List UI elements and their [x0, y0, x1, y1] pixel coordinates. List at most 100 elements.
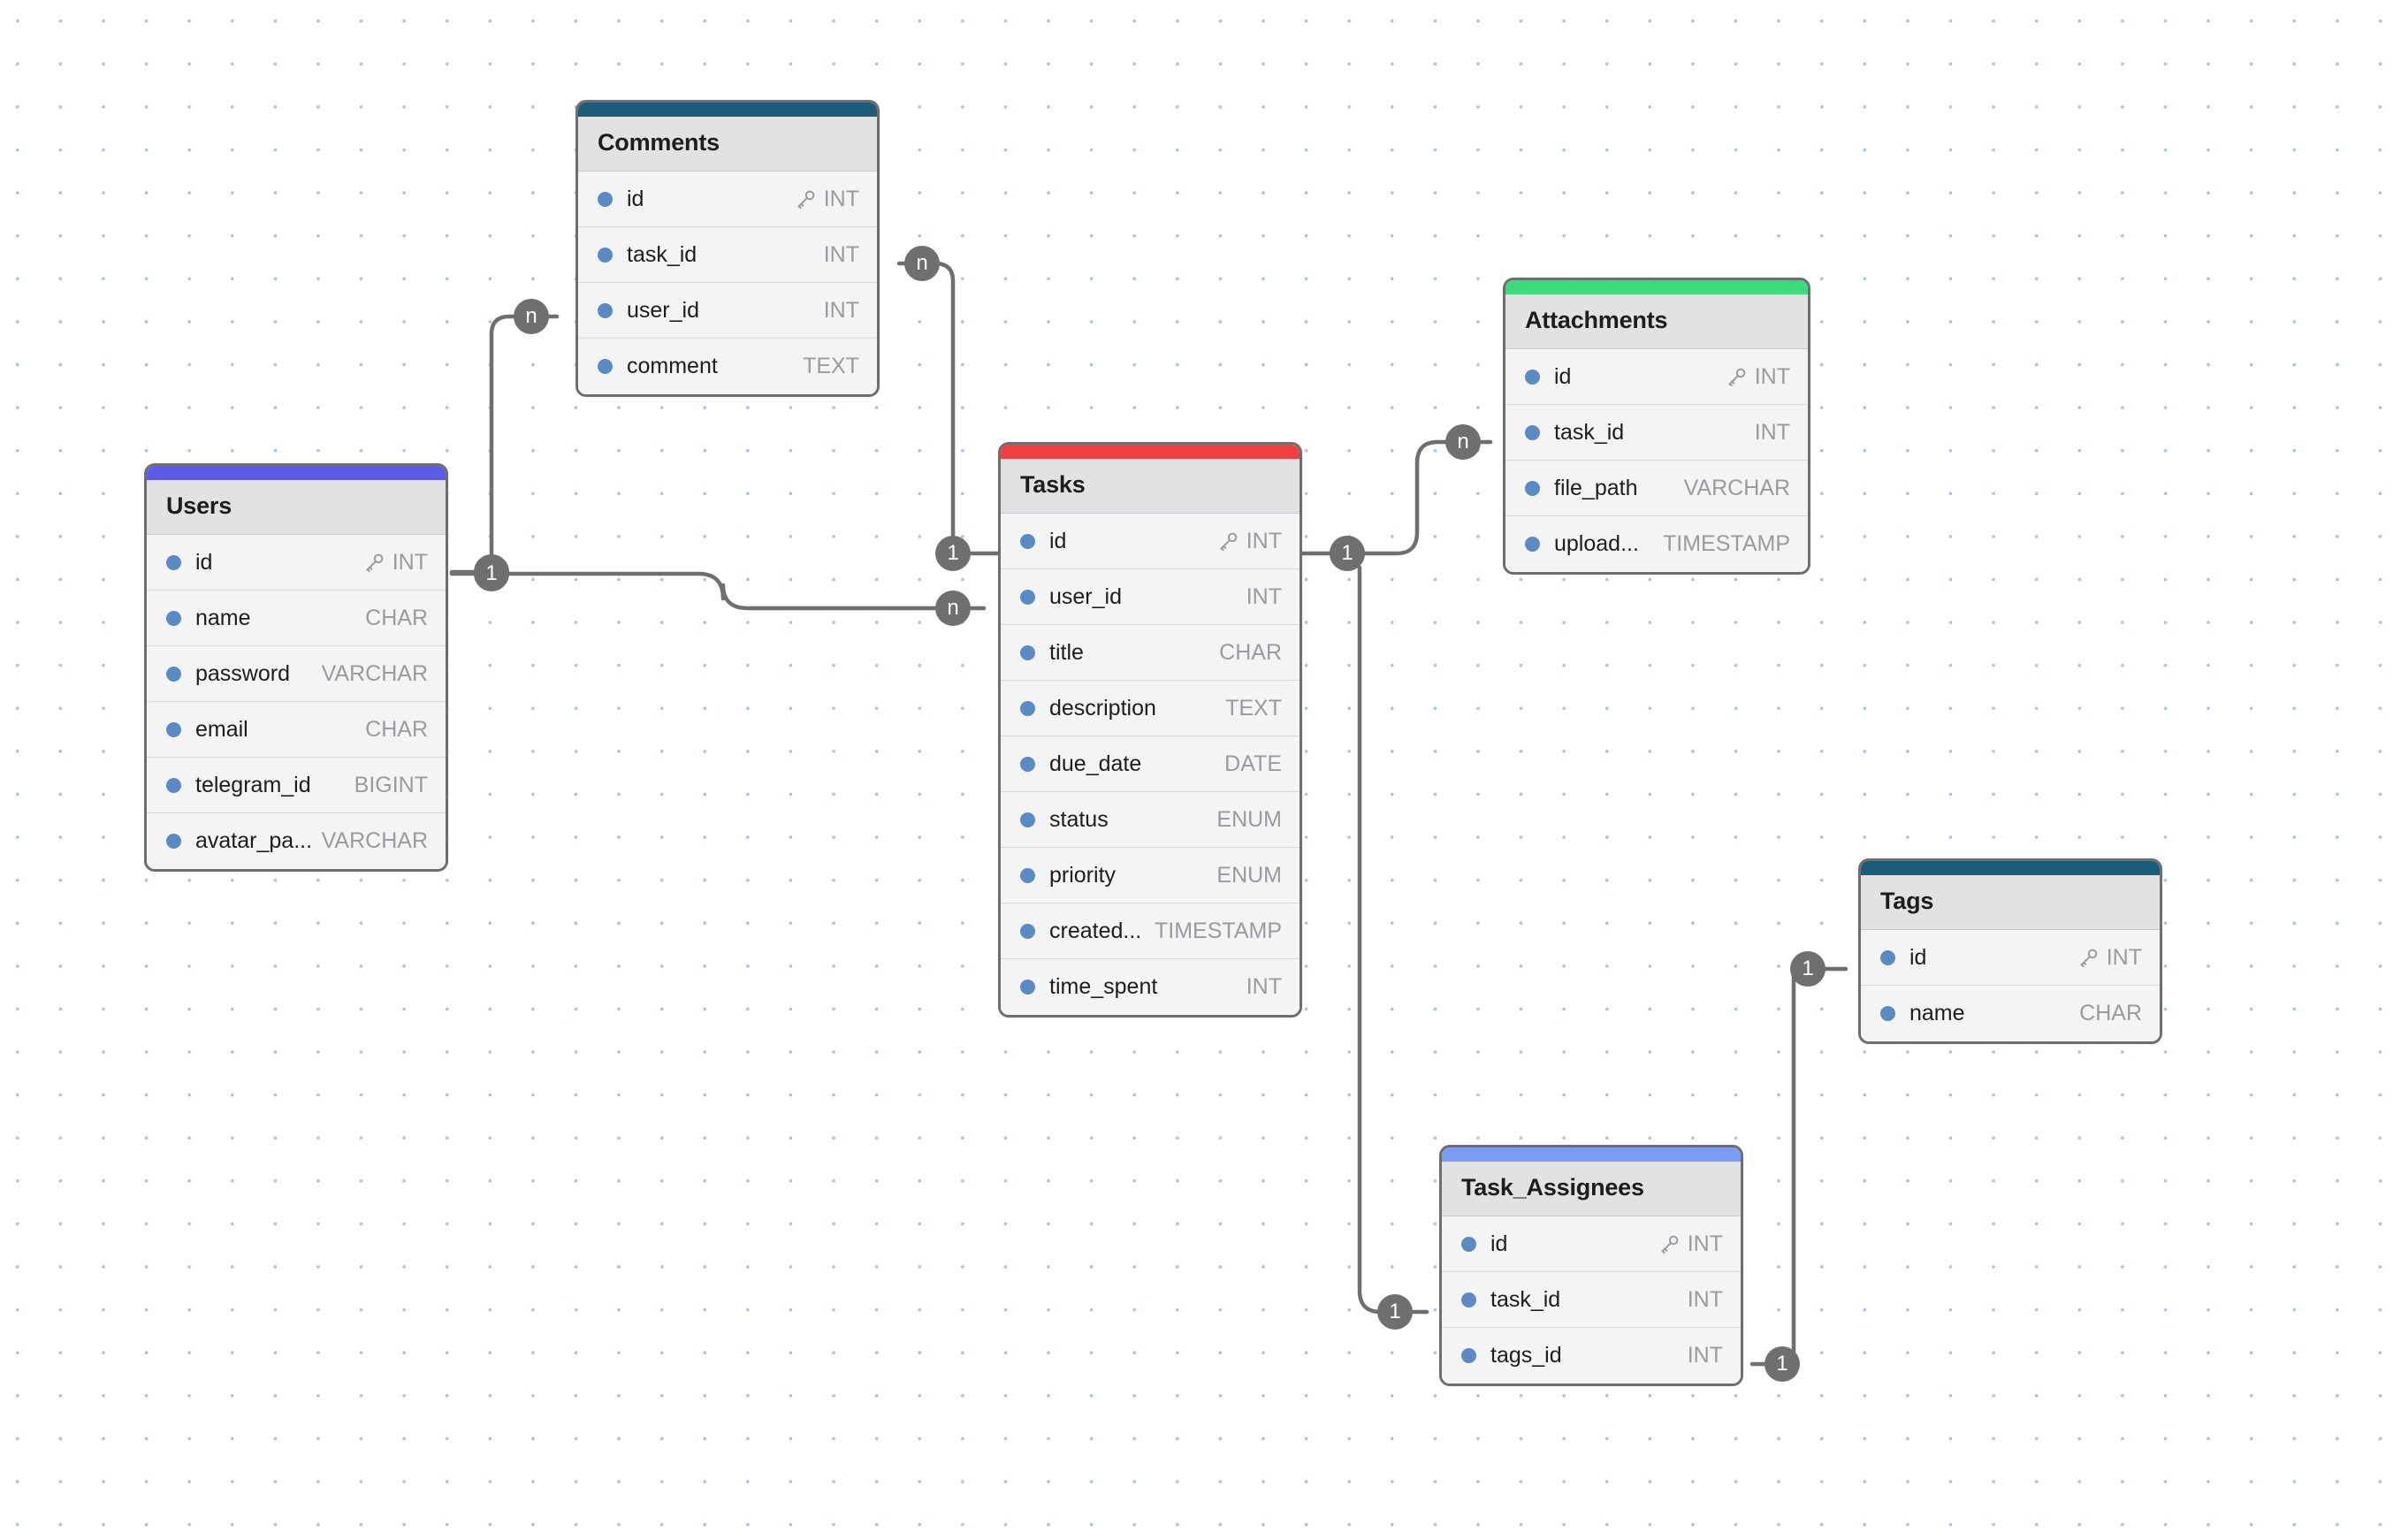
field-meta: CHAR — [1219, 640, 1282, 666]
entity-title: Tags — [1880, 888, 1934, 914]
field-type: CHAR — [365, 716, 428, 742]
field-row[interactable]: tags_id INT — [1442, 1328, 1741, 1384]
entity-title-bar[interactable]: Users — [147, 480, 446, 535]
field-bullet-icon — [1461, 1348, 1476, 1363]
entity-title-bar[interactable]: Tags — [1861, 875, 2160, 930]
field-meta: INT — [363, 550, 428, 576]
field-bullet-icon — [1020, 533, 1035, 549]
field-row[interactable]: id INT — [1505, 349, 1808, 405]
entity-title-bar[interactable]: Comments — [578, 117, 877, 172]
field-meta: INT — [795, 187, 859, 212]
field-name: avatar_pa... — [195, 828, 313, 853]
primary-key-icon — [1220, 532, 1238, 551]
field-bullet-icon — [1461, 1236, 1476, 1252]
entity-title-bar[interactable]: Task_Assignees — [1442, 1162, 1741, 1216]
cardinality-badge-1: 1 — [935, 536, 971, 571]
field-type: TIMESTAMP — [1155, 918, 1282, 943]
field-row[interactable]: id INT — [147, 535, 446, 591]
field-meta: TIMESTAMP — [1663, 531, 1790, 557]
field-type: VARCHAR — [321, 828, 428, 853]
primary-key-icon — [797, 190, 815, 209]
field-type: INT — [1754, 363, 1790, 389]
field-row[interactable]: telegram_id BIGINT — [147, 758, 446, 813]
field-meta: INT — [1688, 1343, 1723, 1368]
field-type: INT — [1754, 419, 1790, 445]
field-name: tags_id — [1490, 1343, 1562, 1368]
field-row[interactable]: email CHAR — [147, 702, 446, 758]
field-name: email — [195, 716, 248, 742]
field-name: task_id — [1554, 419, 1625, 445]
entity-title-bar[interactable]: Tasks — [1001, 459, 1300, 514]
field-type: CHAR — [1219, 639, 1282, 665]
field-bullet-icon — [166, 777, 181, 793]
field-row[interactable]: id INT — [1001, 514, 1300, 569]
field-name: name — [195, 605, 251, 630]
field-bullet-icon — [1525, 424, 1540, 440]
field-bullet-icon — [598, 302, 613, 318]
field-row[interactable]: avatar_pa... VARCHAR — [147, 813, 446, 869]
field-type: VARCHAR — [1683, 475, 1790, 500]
field-meta: CHAR — [2079, 1001, 2142, 1026]
field-bullet-icon — [1020, 867, 1035, 883]
field-name: user_id — [1049, 583, 1122, 609]
field-bullet-icon — [1020, 589, 1035, 605]
field-name: title — [1049, 639, 1084, 665]
field-meta: CHAR — [365, 606, 428, 631]
field-type: INT — [823, 241, 859, 267]
field-meta: BIGINT — [354, 773, 428, 798]
primary-key-icon — [2080, 949, 2098, 967]
field-bullet-icon — [166, 721, 181, 737]
field-name: telegram_id — [195, 772, 311, 797]
entity-title: Task_Assignees — [1461, 1174, 1644, 1201]
field-row[interactable]: id INT — [578, 172, 877, 227]
primary-key-icon — [1661, 1235, 1679, 1254]
field-meta: INT — [824, 242, 859, 268]
field-row[interactable]: created... TIMESTAMP — [1001, 903, 1300, 959]
field-row[interactable]: upload...TIMESTAMP — [1505, 516, 1808, 572]
field-meta: ENUM — [1216, 807, 1282, 833]
field-row[interactable]: id INT — [1442, 1216, 1741, 1272]
field-type: INT — [2106, 944, 2142, 970]
field-bullet-icon — [1020, 812, 1035, 827]
field-meta: VARCHAR — [322, 661, 428, 687]
cardinality-badge-1: 1 — [1377, 1294, 1413, 1330]
primary-key-icon — [366, 553, 384, 572]
field-row[interactable]: task_id INT — [1505, 405, 1808, 461]
field-type: INT — [392, 549, 428, 575]
field-name: id — [1049, 528, 1067, 553]
entity-accent-bar — [1442, 1147, 1741, 1162]
field-row[interactable]: id INT — [1861, 930, 2160, 986]
field-name: time_spent — [1049, 974, 1158, 999]
field-meta: INT — [2077, 945, 2142, 971]
entity-title-bar[interactable]: Attachments — [1505, 294, 1808, 349]
entity-accent-bar — [1505, 280, 1808, 294]
field-row[interactable]: title CHAR — [1001, 625, 1300, 681]
field-bullet-icon — [1020, 644, 1035, 660]
field-row[interactable]: name CHAR — [147, 591, 446, 646]
field-type: TIMESTAMP — [1663, 531, 1790, 556]
field-bullet-icon — [166, 666, 181, 682]
field-name: comment — [627, 354, 718, 378]
field-name: created... — [1049, 918, 1142, 943]
field-meta: INT — [1217, 529, 1282, 554]
field-bullet-icon — [166, 610, 181, 626]
